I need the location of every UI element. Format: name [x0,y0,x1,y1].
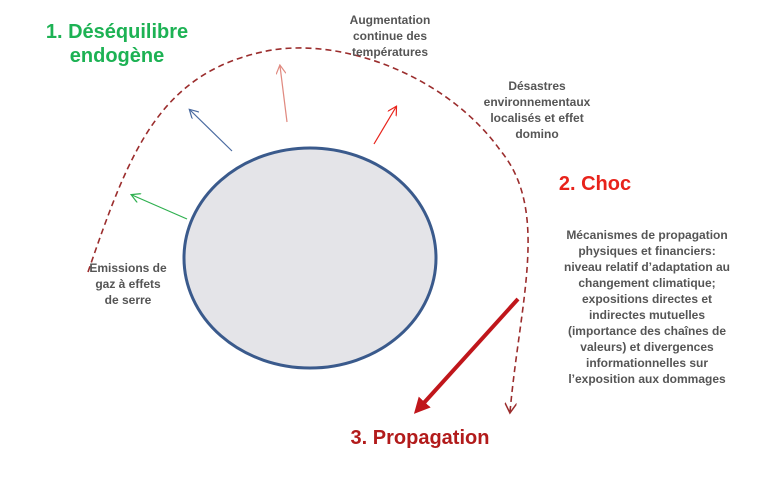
step-2-title: 2. Choc [558,173,632,195]
arrow-blue [190,110,233,152]
label-temperatures: Augmentation continue des températures [330,12,450,60]
central-circle [182,146,438,370]
label-emissions-line: de serre [104,293,152,307]
arrow-temperatures [280,66,288,123]
arrow-disasters [373,107,396,145]
arrow-emissions [132,195,188,220]
label-disasters-line: environnementaux [483,95,591,109]
label-mechanisms-line: niveau relatif d’adaptation au [563,260,731,274]
label-mechanisms-line: expositions directes et [581,292,713,306]
label-disasters: Désastres environnementaux localisés et … [462,78,612,142]
step-3-title: 3. Propagation [350,427,490,449]
step-1-title: 1. Déséquilibre endogène [22,20,212,68]
label-emissions: Emissions de gaz à effets de serre [78,260,178,308]
label-mechanisms-line: l’exposition aux dommages [568,372,726,386]
label-mechanisms-line: physiques et financiers: [578,244,716,258]
step-1-line-2: endogène [69,45,165,67]
label-temperatures-line: températures [351,45,429,59]
label-temperatures-line: Augmentation [349,13,431,27]
label-mechanisms-line: changement climatique; [578,276,716,290]
label-disasters-line: Désastres [508,79,566,93]
label-emissions-line: Emissions de [89,261,167,275]
step-1-line-1: 1. Déséquilibre [45,21,189,43]
label-mechanisms-line: indirectes mutuelles [588,308,706,322]
label-mechanisms-line: (importance des chaînes de [567,324,727,338]
label-disasters-line: domino [515,127,559,141]
propagation-arrow [413,297,520,414]
label-emissions-line: gaz à effets [95,277,161,291]
dashed-cycle-path [87,47,529,412]
label-temperatures-line: continue des [352,29,427,43]
label-mechanisms-line: informationnelles sur [585,356,709,370]
label-disasters-line: localisés et effet [490,111,584,125]
label-mechanisms: Mécanismes de propagation physiques et f… [536,227,758,387]
label-mechanisms-line: Mécanismes de propagation [566,228,728,242]
label-mechanisms-line: valeurs) et divergences [580,340,714,354]
